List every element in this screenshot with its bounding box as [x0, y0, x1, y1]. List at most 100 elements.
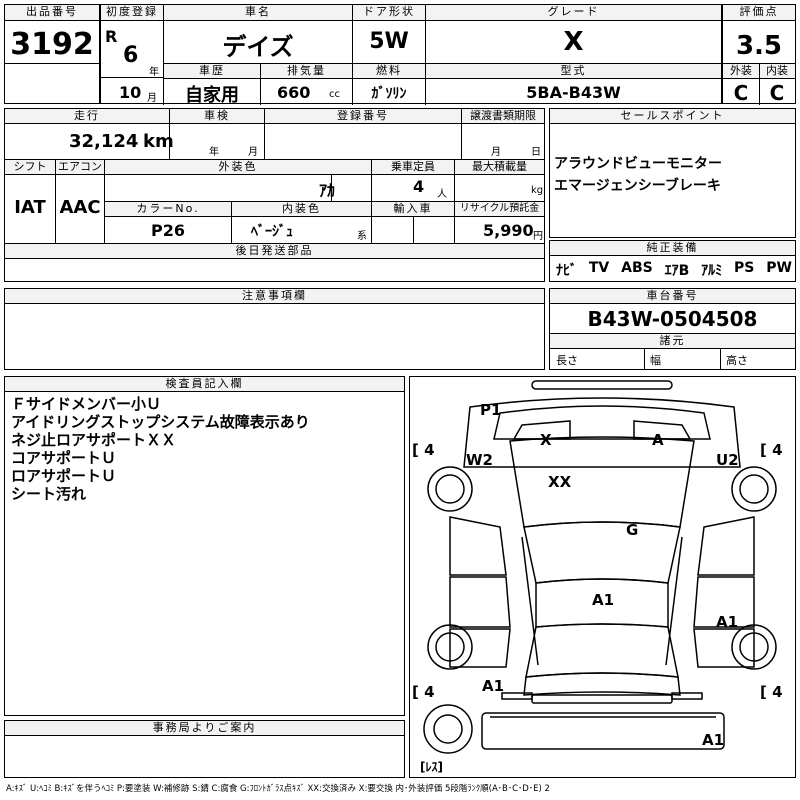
inspector-line-2: アイドリングストップシステム故障表示あり [11, 413, 310, 431]
tire-fl: [ 4 [412, 441, 435, 459]
insp-month-unit: 月 [248, 147, 258, 158]
reg-label: 初度登録 [101, 5, 163, 21]
grade: X [563, 27, 584, 57]
mark-a1-left: A1 [482, 677, 504, 695]
reg-year: 6 [123, 43, 139, 68]
history: 自家用 [185, 85, 239, 106]
inspection-label: 車検 [170, 109, 264, 124]
interior-color-unit: 系 [357, 231, 367, 242]
chassis-label: 車台番号 [550, 289, 795, 304]
mark-a1-right: A1 [716, 613, 738, 631]
displacement: 660 [277, 83, 311, 102]
door-type: 5W [369, 29, 409, 54]
displacement-unit: cc [329, 89, 340, 100]
year-unit: 年 [149, 67, 159, 78]
notes-label: 注意事項欄 [5, 289, 544, 304]
office-label: 事務局よりご案内 [5, 721, 404, 736]
recycle-unit: 円 [533, 231, 543, 242]
interior-label: 内装 [759, 64, 795, 79]
capacity-unit: 人 [437, 189, 447, 200]
sales-line-2: エマージェンシーブレーキ [554, 178, 721, 194]
mark-g: G [626, 521, 638, 539]
era: R [105, 27, 118, 46]
fuel-label: 燃料 [353, 64, 425, 79]
equipment-label: 純正装備 [550, 241, 795, 256]
tire-rl: [ 4 [412, 683, 435, 701]
sales-box: セールスポイント アラウンドビューモニター エマージェンシーブレーキ [549, 108, 796, 238]
exterior-label: 外装 [723, 64, 759, 79]
inspector-line-1: Ｆサイドメンバー小Ｕ [11, 395, 162, 413]
details-box: 走行 車検 登録番号 譲渡書類期限 32,124 km 年 月 月 日 シフト … [4, 108, 545, 282]
interior-color-label: 内装色 [232, 202, 371, 217]
grade-label: グレード [426, 5, 721, 21]
load-label: 最大積載量 [455, 160, 544, 175]
recycle-label: リサイクル預託金 [455, 202, 544, 217]
width-label: 幅 [650, 354, 661, 367]
colorno-label: カラーNo. [105, 202, 231, 217]
insp-year-unit: 年 [209, 147, 219, 158]
car-name: デイズ [222, 33, 294, 61]
equip-airbag: ｴｱB [664, 263, 690, 279]
mark-a: A [652, 431, 664, 449]
door-label: ドア形状 [353, 5, 425, 21]
shift-label: シフト [5, 160, 55, 175]
inspector-line-5: ロアサポートＵ [11, 467, 117, 485]
equipment-box: 純正装備 ﾅﾋﾞ TV ABS ｴｱB ｱﾙﾐ PS PW [549, 240, 796, 282]
equipment-list: ﾅﾋﾞ TV ABS ｴｱB ｱﾙﾐ PS PW [556, 260, 792, 280]
office-box: 事務局よりご案内 [4, 720, 405, 778]
chassis-box: 車台番号 B43W-0504508 諸元 長さ 幅 高さ [549, 288, 796, 370]
lot-number: 3192 [10, 27, 94, 62]
equip-ps: PS [734, 260, 755, 276]
sales-line-1: アラウンドビューモニター [554, 156, 722, 172]
inspector-line-4: コアサポートＵ [11, 449, 117, 467]
capacity-label: 乗車定員 [372, 160, 454, 175]
equip-alloy: ｱﾙﾐ [701, 263, 723, 279]
transfer-month-unit: 月 [491, 147, 501, 158]
mileage-label: 走行 [5, 109, 169, 124]
tire-rr: [ 4 [760, 683, 783, 701]
exterior-color: ｱｶ [318, 181, 335, 200]
ac: AAC [59, 197, 101, 218]
equip-pw: PW [766, 260, 792, 276]
inspector-box: 検査員記入欄 Ｆサイドメンバー小Ｕ アイドリングストップシステム故障表示あり ネ… [4, 376, 405, 716]
reg-month: 10 [119, 83, 142, 102]
legend: A:ｷｽﾞ U:ﾍｺﾐ B:ｷｽﾞを伴うﾍｺﾐ P:要塗装 W:補修跡 S:錆 … [6, 784, 550, 794]
colorno: P26 [151, 221, 185, 240]
interior-grade: C [769, 81, 785, 105]
exterior-grade: C [733, 81, 749, 105]
interior-color: ﾍﾞｰｼﾞｭ [251, 224, 293, 240]
recycle: 5,990 [483, 221, 534, 240]
mileage-unit: km [143, 131, 174, 152]
lot-label: 出品番号 [5, 5, 99, 21]
mark-w2: W2 [466, 451, 493, 469]
ac-label: エアコン [56, 160, 104, 175]
mark-p1: P1 [480, 401, 501, 419]
chassis-number: B43W-0504508 [587, 307, 758, 331]
score-label: 評価点 [723, 5, 795, 21]
mark-a1-bottom: A1 [702, 731, 724, 749]
inspector-line-3: ネジ止ロアサポートＸＸ [11, 431, 177, 449]
history-label: 車歴 [164, 64, 260, 79]
car-outline-diagram: P1 W2 U2 X A XX G A1 A1 A1 A1 [ 4 [ 4 [ … [412, 380, 783, 774]
shift: IAT [14, 197, 46, 218]
model-label: 型式 [426, 64, 721, 79]
sales-label: セールスポイント [550, 109, 795, 124]
load-unit: kg [531, 185, 544, 196]
import-label: 輸入車 [372, 202, 454, 217]
lot-box: 出品番号 3192 [4, 4, 100, 104]
fuel: ｶﾞｿﾘﾝ [371, 86, 407, 102]
color-label: 外装色 [105, 160, 371, 175]
score-box: 評価点 3.5 外装 内装 C C [722, 4, 796, 105]
mileage: 32,124 [69, 131, 139, 152]
model: 5BA-B43W [526, 83, 621, 102]
transfer-label: 譲渡書類期限 [462, 109, 544, 124]
car-label: 車名 [164, 5, 352, 21]
later-parts-label: 後日発送部品 [5, 244, 544, 259]
equip-navi: ﾅﾋﾞ [556, 263, 577, 279]
displacement-label: 排気量 [261, 64, 352, 79]
damage-diagram: P1 W2 U2 X A XX G A1 A1 A1 A1 [ 4 [ 4 [ … [409, 376, 796, 778]
inspector-label: 検査員記入欄 [5, 377, 404, 392]
mark-u2: U2 [716, 451, 739, 469]
month-unit: 月 [147, 93, 157, 104]
inspector-line-6: シート汚れ [11, 485, 87, 503]
